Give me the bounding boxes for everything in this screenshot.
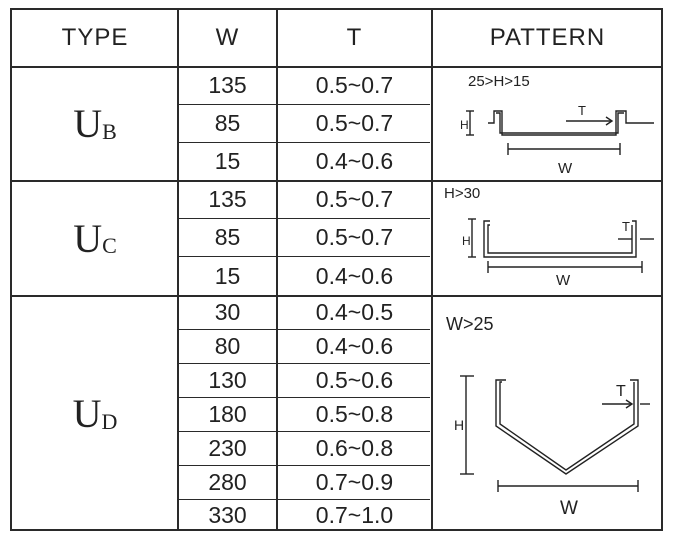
pattern-w-label: W [560,498,578,519]
cell-w: 135 [208,72,247,98]
col-divider [276,10,278,529]
type-main: U [73,215,103,261]
header-w: W [215,24,240,51]
row-divider [12,295,661,297]
cell-w: 85 [214,224,241,250]
cell-t: 0.5~0.6 [315,367,394,393]
col-divider [431,10,433,529]
cell-t: 0.5~0.7 [315,186,394,212]
cell-w: 80 [214,333,241,359]
cell-t: 0.4~0.5 [315,299,394,325]
row-line [178,499,430,500]
col-divider [177,10,179,529]
cell-w: 85 [214,110,241,136]
type-main: U [72,391,102,436]
row-line [178,431,430,432]
pattern-condition: H>30 [444,185,481,202]
cell-w: 30 [214,299,241,325]
header-t: T [346,24,363,51]
type-sub: B [102,118,117,144]
row-line [178,465,430,466]
cell-t: 0.4~0.6 [315,148,394,174]
cell-w: 130 [208,367,247,393]
row-line [178,397,430,398]
row-line [178,329,430,330]
row-divider [12,180,661,182]
cell-t: 0.5~0.7 [315,72,394,98]
type-sub: C [102,233,117,258]
row-line [178,363,430,364]
row-line [178,104,430,105]
uc-profile-diagram: H T W [462,218,654,289]
cell-t: 0.5~0.7 [315,110,394,136]
cell-t: 0.4~0.6 [315,262,394,289]
cell-t: 0.4~0.6 [315,333,394,359]
pattern-t-label: T [616,383,626,400]
type-sub: D [101,408,118,434]
cell-w: 135 [208,186,247,212]
pattern-t-label: T [622,219,630,234]
row-line [178,256,430,257]
cell-w: 280 [208,469,247,495]
pattern-uc: H>30 H T W [432,181,663,295]
row-line [178,142,430,143]
cell-t: 0.5~0.8 [315,401,394,427]
header-pattern: PATTERN [489,24,606,51]
ud-profile-diagram: H T W [454,375,650,519]
pattern-w-label: W [558,160,573,177]
cell-w: 180 [208,401,247,427]
cell-w: 15 [214,262,241,289]
pattern-w-label: W [556,272,571,289]
cell-w: 330 [208,502,247,528]
pattern-h-label: H [462,234,471,248]
pattern-h-label: H [460,118,469,132]
pattern-h-label: H [454,417,464,433]
pattern-condition: 25>H>15 [468,73,530,90]
header-type: TYPE [61,24,129,51]
cell-t: 0.6~0.8 [315,435,394,461]
row-line [178,218,430,219]
pattern-condition: W>25 [446,314,494,334]
cell-t: 0.5~0.7 [315,224,394,250]
type-main: U [73,101,103,146]
cell-w: 230 [208,435,247,461]
cell-t: 0.7~1.0 [315,502,394,528]
ub-profile-diagram: H T W [460,103,654,177]
pattern-ub: 25>H>15 H T W [432,67,663,180]
pattern-ud: W>25 H T W [432,296,663,531]
cell-w: 15 [214,148,241,174]
pattern-t-label: T [578,103,586,118]
row-divider [12,66,661,68]
cell-t: 0.7~0.9 [315,469,394,495]
